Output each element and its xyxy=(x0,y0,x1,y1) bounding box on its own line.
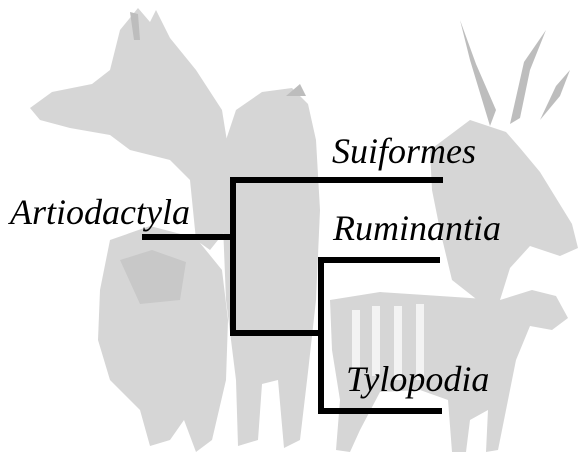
leaf-label-suiformes: Suiformes xyxy=(332,133,476,169)
leaf-label-ruminantia: Ruminantia xyxy=(333,210,501,246)
leaf-label-tylopodia: Tylopodia xyxy=(346,361,489,397)
root-taxon-label: Artiodactyla xyxy=(10,194,190,230)
